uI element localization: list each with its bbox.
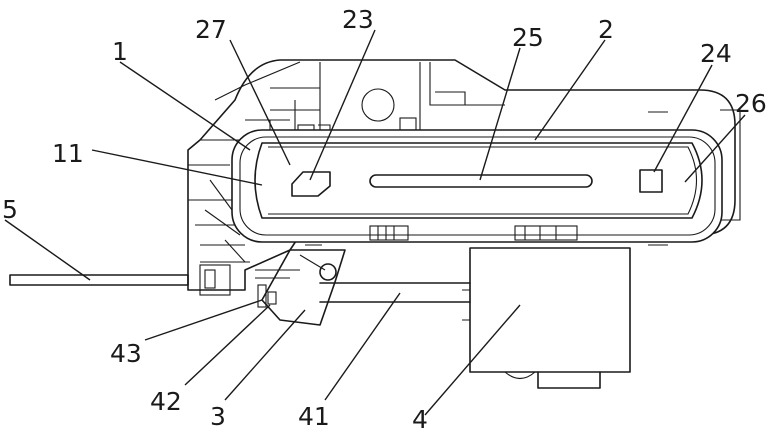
label-25: 25 — [512, 23, 544, 52]
label-2: 2 — [598, 15, 614, 44]
pivot-pin — [319, 263, 337, 281]
label-3: 3 — [210, 402, 226, 431]
label-5: 5 — [2, 195, 18, 224]
label-23: 23 — [342, 5, 374, 34]
leader-2 — [534, 39, 606, 141]
leader-4 — [424, 304, 521, 416]
motor-housing-4 — [462, 247, 631, 389]
leader-5 — [4, 219, 91, 281]
label-27: 27 — [195, 15, 227, 44]
round-boss — [361, 88, 395, 122]
main-plate — [231, 129, 723, 243]
label-4: 4 — [412, 405, 428, 434]
label-41: 41 — [298, 402, 330, 431]
stop-block-42 — [257, 284, 267, 308]
leader-3 — [224, 309, 306, 401]
bottom-clips — [369, 225, 578, 241]
spring-43 — [267, 291, 277, 305]
reference-labels: 5 1 11 27 23 25 2 24 26 43 42 3 41 4 — [2, 5, 767, 434]
label-26: 26 — [735, 89, 767, 118]
leader-27 — [229, 39, 291, 166]
hex-block-23 — [291, 171, 331, 197]
inner-track-11 — [254, 142, 703, 219]
leader-11 — [91, 149, 263, 186]
leader-42 — [184, 304, 271, 386]
label-1: 1 — [112, 37, 128, 66]
label-42: 42 — [150, 387, 182, 416]
label-24: 24 — [700, 39, 732, 68]
leader-41 — [324, 292, 401, 401]
leader-43 — [144, 299, 263, 341]
leader-lines — [4, 29, 746, 416]
leader-24 — [653, 64, 713, 173]
drive-shaft-41 — [319, 282, 471, 303]
leader-25 — [479, 47, 521, 181]
label-11: 11 — [52, 139, 84, 168]
square-block-24 — [639, 169, 663, 193]
leader-26 — [684, 114, 746, 183]
pivot-arm-3 — [255, 244, 346, 326]
rod-5 — [9, 264, 231, 296]
label-43: 43 — [110, 339, 142, 368]
leader-23 — [309, 29, 376, 181]
leader-1 — [119, 61, 251, 151]
